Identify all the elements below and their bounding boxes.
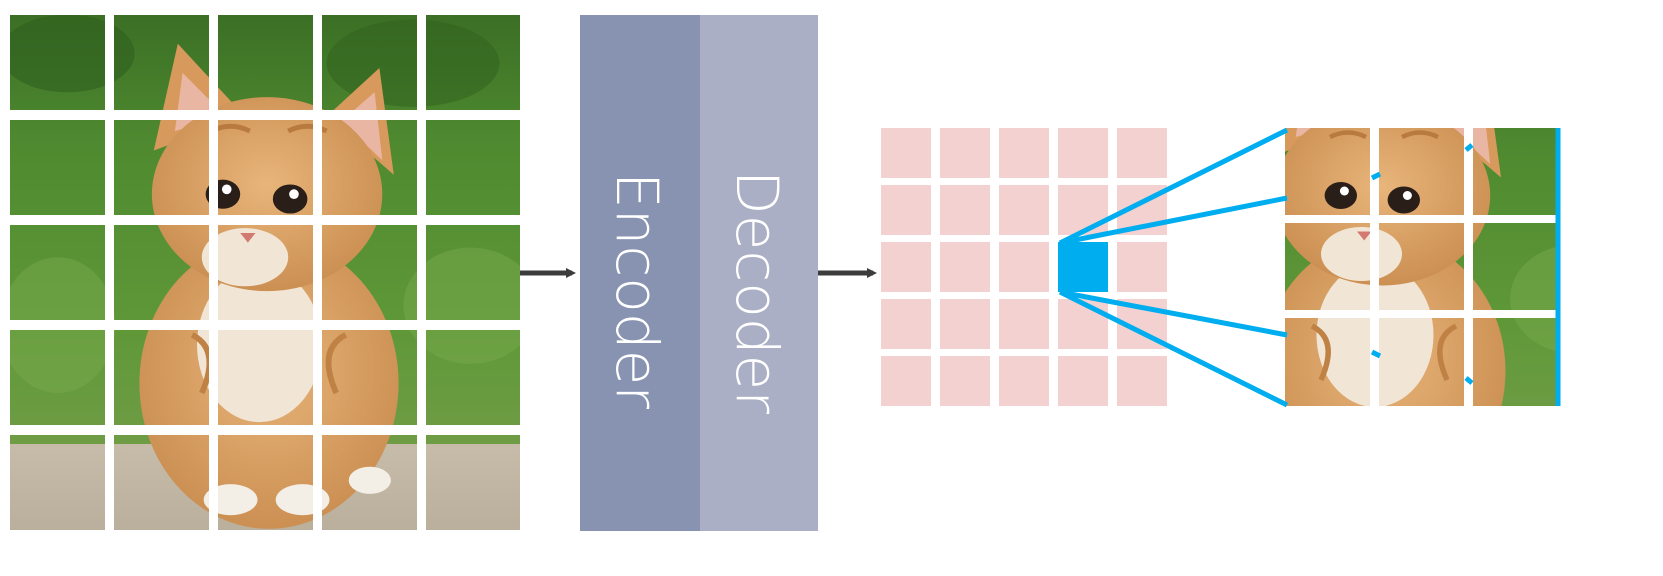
token-cell <box>1117 242 1167 292</box>
token-cell <box>881 128 931 178</box>
token-cell <box>999 242 1049 292</box>
token-cell <box>940 185 990 235</box>
token-cell <box>940 128 990 178</box>
token-cell <box>940 242 990 292</box>
token-cell <box>881 299 931 349</box>
token-cell <box>999 128 1049 178</box>
token-cell <box>881 242 931 292</box>
token-cell <box>940 299 990 349</box>
patch-grid-lines <box>5 10 525 535</box>
token-cell <box>881 356 931 406</box>
token-cell <box>999 299 1049 349</box>
decoder-label: Decoder <box>723 170 791 414</box>
encoder-block: Encoder <box>580 15 700 531</box>
token-cell <box>1058 356 1108 406</box>
token-cell <box>1117 356 1167 406</box>
zoomed-patch <box>1282 125 1562 410</box>
token-cell <box>999 185 1049 235</box>
token-cell <box>1058 185 1108 235</box>
token-cell <box>1058 299 1108 349</box>
token-cell <box>881 185 931 235</box>
token-grid <box>881 128 1167 406</box>
token-cell <box>1117 128 1167 178</box>
token-cell <box>940 356 990 406</box>
projection-lines <box>1058 127 1561 408</box>
zoom-grid-lines <box>1282 125 1562 410</box>
token-cell <box>1058 128 1108 178</box>
token-cell <box>999 356 1049 406</box>
token-cell-highlighted <box>1058 242 1108 292</box>
decoder-block: Decoder <box>700 15 818 531</box>
encoder-label: Encoder <box>603 172 671 409</box>
input-image <box>5 10 525 535</box>
